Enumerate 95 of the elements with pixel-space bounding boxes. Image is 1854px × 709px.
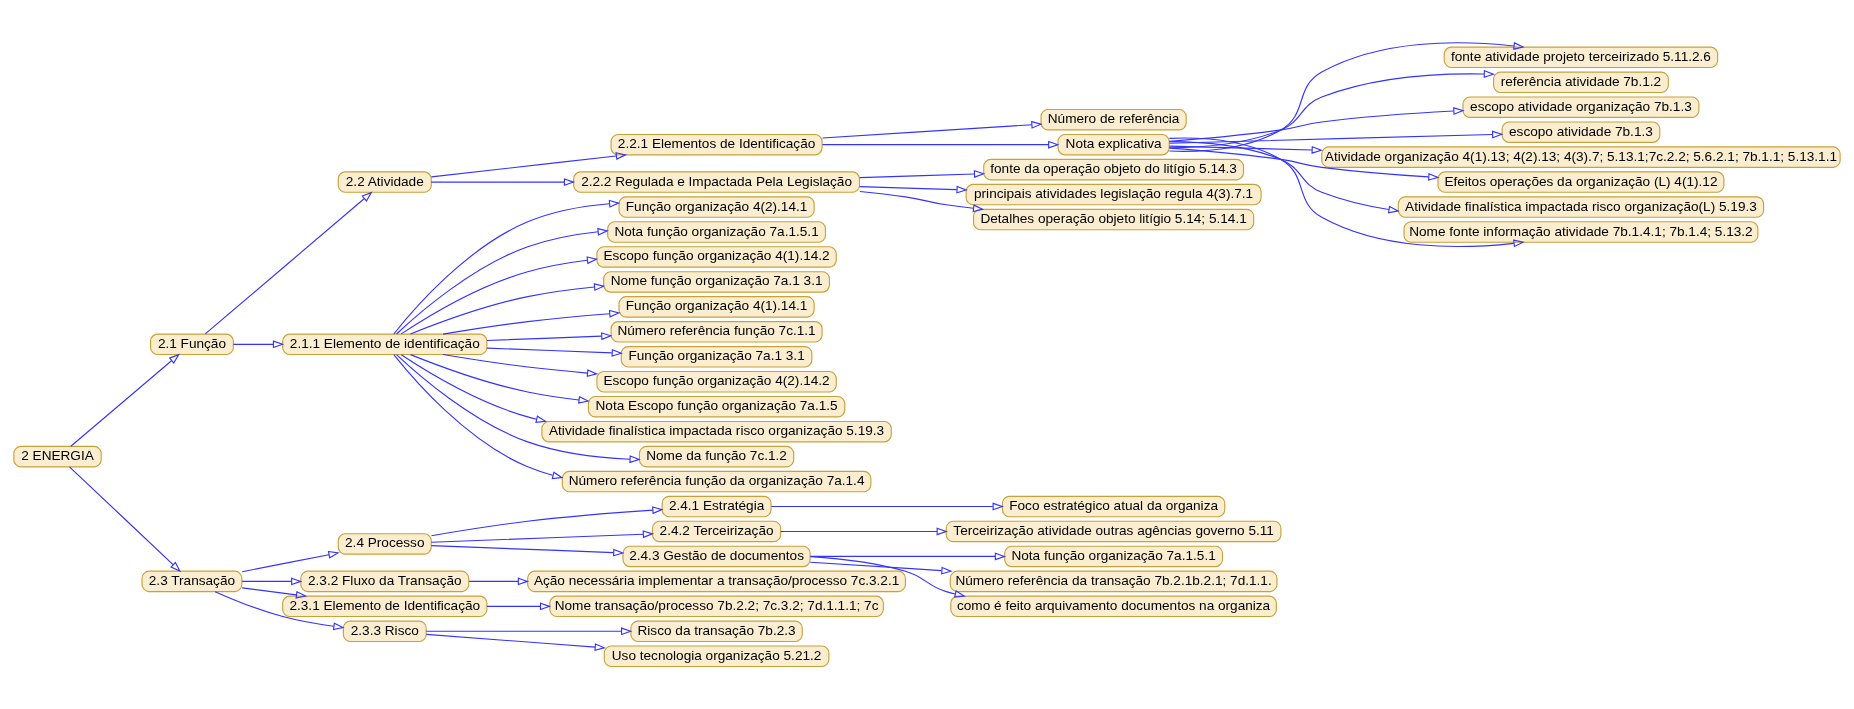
node-box: fonte atividade projeto terceirizado 5.11.2.6 bbox=[1443, 46, 1719, 69]
arrow bbox=[486, 347, 623, 357]
node-box: como é feito arquivamento documentos na organiza bbox=[950, 595, 1277, 618]
arrow bbox=[425, 633, 606, 652]
node-box: 2.2 Atividade bbox=[337, 171, 432, 193]
node-box: Atividade organização 4(1).13; 4(2).13; 4(3).7; 5.13.1;7c.2.2; 5.6.2.1; 7b.1.1; 5.13.1.1 bbox=[1321, 146, 1841, 168]
node-box: 2.4.1 Estratégia bbox=[661, 495, 772, 518]
arrow bbox=[486, 332, 613, 342]
node-box: referência atividade 7b.1.2 bbox=[1493, 71, 1669, 94]
arrow bbox=[809, 552, 1007, 561]
arrow bbox=[400, 256, 599, 335]
arrow bbox=[430, 506, 664, 537]
arrow bbox=[393, 199, 621, 335]
arrow bbox=[859, 185, 968, 194]
node-box: 2.4 Processo bbox=[337, 533, 432, 555]
node-box: 2 ENERGIA bbox=[13, 445, 102, 468]
arrow bbox=[400, 354, 548, 424]
arrow bbox=[821, 140, 1060, 149]
arrow bbox=[241, 550, 340, 573]
node-box: Ação necessária implementar a transação/processo 7c.3.2.1 bbox=[527, 570, 906, 593]
node-box: principais atividades legislação regula 4(3).7.1 bbox=[965, 183, 1262, 206]
node-box: Nome fonte informação atividade 7b.1.4.1; 7b.1.4; 5.13.2 bbox=[1403, 221, 1759, 243]
node-box: Uso tecnologia organização 5.21.2 bbox=[603, 645, 830, 668]
node-box: Risco da transação 7b.2.3 bbox=[630, 620, 803, 643]
node-box: Nome transação/processo 7b.2.2; 7c.3.2; 7d.1.1.1; 7c bbox=[549, 595, 884, 618]
node-box: Nome da função 7c.1.2 bbox=[638, 445, 795, 468]
node-box: 2.2.1 Elementos de Identificação bbox=[610, 133, 823, 156]
node-box: Nota função organização 7a.1.5.1 bbox=[607, 221, 827, 243]
node-box: Nome função organização 7a.1 3.1 bbox=[603, 271, 830, 293]
arrow bbox=[395, 354, 641, 464]
arrow bbox=[468, 577, 530, 586]
arrow bbox=[68, 466, 182, 573]
node-box: Número referência função da organização 7a.1.4 bbox=[561, 470, 872, 493]
node-box: escopo atividade organização 7b.1.3 bbox=[1462, 96, 1700, 118]
node-box: Atividade finalística impactada risco organização(L) 5.19.3 bbox=[1397, 196, 1765, 218]
arrow bbox=[1168, 130, 1504, 144]
node-box: Função organização 4(2).14.1 bbox=[618, 196, 815, 218]
node-box: 2.2.2 Regulada e Impactada Pela Legislação bbox=[573, 171, 861, 193]
arrow bbox=[821, 120, 1043, 139]
node-box: Foco estratégico atual da organiza bbox=[1001, 495, 1226, 518]
node-box: Número de referência bbox=[1040, 108, 1187, 131]
arrow bbox=[1168, 137, 1525, 248]
node-box: Escopo função organização 4(1).14.2 bbox=[596, 246, 837, 268]
arrow bbox=[241, 577, 303, 586]
arrow bbox=[442, 309, 621, 335]
node-box: Nota explicativa bbox=[1057, 133, 1170, 156]
node-box: 2.3.3 Risco bbox=[342, 620, 427, 643]
arrow bbox=[395, 227, 609, 335]
node-box: 2.3.1 Elemento de Identificação bbox=[282, 595, 488, 618]
node-box: 2.1 Função bbox=[149, 333, 234, 356]
arrow bbox=[70, 353, 180, 447]
node-box: escopo atividade 7b.1.3 bbox=[1501, 121, 1661, 143]
node-box: Função organização 7a.1 3.1 bbox=[620, 346, 813, 368]
arrow bbox=[859, 170, 986, 179]
arrow bbox=[486, 602, 552, 611]
arrow bbox=[1168, 70, 1496, 149]
arrow bbox=[204, 191, 373, 335]
node-box: Efeitos operações da organização (L) 4(1).12 bbox=[1437, 171, 1725, 193]
arrow bbox=[393, 354, 564, 480]
node-box: Função organização 4(1).14.1 bbox=[618, 296, 815, 318]
arrow bbox=[770, 502, 1004, 511]
node-box: Número referência da transação 7b.2.1b.2.1; 7d.1.1. bbox=[949, 570, 1278, 593]
node-box: Atividade finalística impactada risco organização 5.19.3 bbox=[541, 420, 892, 443]
arrow bbox=[430, 545, 625, 557]
arrow bbox=[430, 178, 576, 187]
node-box: 2.4.3 Gestão de documentos bbox=[622, 545, 811, 568]
arrow bbox=[241, 587, 308, 599]
arrow bbox=[430, 530, 655, 543]
node-box: Terceirização atividade outras agências governo 5.11 bbox=[945, 520, 1282, 543]
node-box: Detalhes operação objeto litígio 5.14; 5.14.1 bbox=[972, 208, 1255, 231]
arrow bbox=[1168, 145, 1323, 154]
node-box: Nota Escopo função organização 7a.1.5 bbox=[587, 395, 846, 418]
node-box: Nota função organização 7a.1.5.1 bbox=[1004, 545, 1224, 568]
node-box: Escopo função organização 4(2).14.2 bbox=[596, 370, 837, 393]
arrow bbox=[859, 191, 985, 213]
node-box: Número referência função 7c.1.1 bbox=[610, 321, 823, 343]
arrow bbox=[1168, 42, 1525, 152]
arrow bbox=[425, 627, 633, 636]
arrow bbox=[409, 354, 590, 404]
arrow bbox=[1168, 147, 1440, 181]
arrow bbox=[214, 591, 345, 631]
arrow bbox=[1168, 107, 1465, 142]
node-box: 2.4.2 Terceirização bbox=[651, 520, 782, 543]
node-box: 2.3 Transação bbox=[141, 570, 243, 593]
arrow bbox=[1168, 141, 1400, 214]
arrow bbox=[430, 152, 628, 178]
node-box: 2.3.2 Fluxo da Transação bbox=[300, 570, 470, 593]
arrow bbox=[409, 283, 606, 335]
arrow bbox=[232, 340, 285, 349]
arrow bbox=[442, 353, 599, 377]
arrow bbox=[809, 561, 953, 575]
arrow bbox=[810, 556, 966, 598]
arrow bbox=[780, 527, 948, 536]
node-box: fonte da operação objeto do litígio 5.14.3 bbox=[983, 158, 1245, 181]
node-box: 2.1.1 Elemento de identificação bbox=[282, 333, 488, 356]
